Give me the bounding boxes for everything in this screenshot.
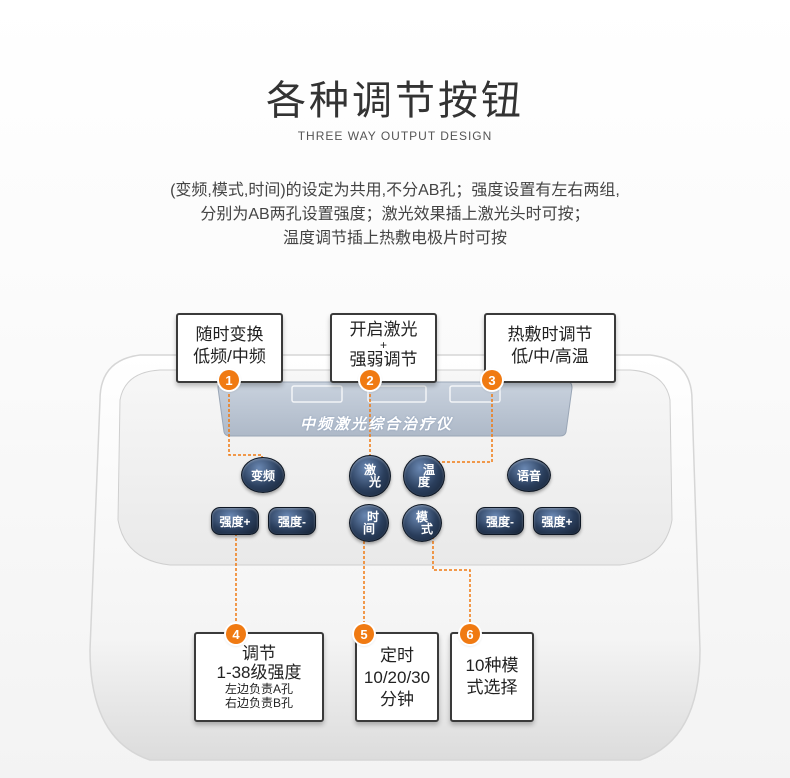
strength-down-left-button[interactable]: 强度- (268, 507, 316, 535)
marker-5: 5 (354, 624, 374, 644)
voice-button-label: 语音 (516, 468, 541, 483)
time-button-label: 时 间 (359, 511, 379, 535)
temp-top-label: 温 (422, 463, 435, 477)
strength-down-right-label: 强度- (486, 514, 514, 529)
mode-top-label: 模 (415, 510, 428, 524)
temp-button[interactable]: 温 度 (403, 455, 445, 497)
callout-3-line-2: 低/中/高温 (511, 347, 589, 366)
temp-bottom-label: 度 (417, 475, 430, 489)
callout-5-line-2: 10/20/30 (363, 668, 431, 687)
strength-up-right-button[interactable]: 强度+ (533, 507, 581, 535)
freq-button[interactable]: 变频 (241, 457, 285, 493)
temp-button-label: 温 度 (413, 464, 435, 488)
callout-4-small-1: 左边负责A孔 (224, 682, 293, 696)
mode-bottom-label: 式 (420, 522, 433, 536)
callout-4-line-2: 1-38级强度 (216, 663, 302, 682)
callout-2-line-1: 开启激光 (349, 320, 418, 339)
description: (变频,模式,时间)的设定为共用,不分AB孔；强度设置有左右两组, 分别为AB两… (0, 179, 790, 251)
marker-6: 6 (460, 624, 480, 644)
freq-button-label: 变频 (250, 468, 275, 483)
callout-3: 热敷时调节 低/中/高温 (484, 313, 616, 383)
voice-button[interactable]: 语音 (507, 458, 551, 492)
callout-6-line-1: 10种模 (465, 656, 519, 675)
callout-2: 开启激光 + 强弱调节 (330, 313, 437, 383)
panel-label: 中频激光综合治疗仪 (300, 415, 454, 433)
description-line-3: 温度调节插上热敷电极片时可按 (282, 230, 507, 247)
callout-2-line-2: + (379, 338, 387, 352)
page-subtitle: THREE WAY OUTPUT DESIGN (297, 129, 493, 143)
callout-4: 调节 1-38级强度 左边负责A孔 右边负责B孔 (194, 632, 324, 722)
callout-6: 10种模 式选择 (450, 632, 534, 722)
marker-1: 1 (219, 370, 239, 390)
mode-button-label: 模 式 (411, 511, 433, 535)
marker-2: 2 (360, 370, 380, 390)
callout-6-line-2: 式选择 (466, 678, 518, 697)
callout-2-line-3: 强弱调节 (349, 350, 418, 369)
callout-4-line-1: 调节 (242, 644, 276, 663)
strength-down-left-label: 强度- (278, 514, 306, 529)
time-bottom-label: 间 (362, 522, 375, 536)
laser-top-label: 激 (363, 463, 376, 477)
strength-up-right-label: 强度+ (541, 514, 573, 529)
marker-4: 4 (226, 624, 246, 644)
laser-bottom-label: 光 (368, 475, 381, 489)
marker-3: 3 (482, 370, 502, 390)
description-line-1: (变频,模式,时间)的设定为共用,不分AB孔；强度设置有左右两组, (170, 182, 620, 199)
time-top-label: 时 (366, 510, 379, 524)
strength-down-right-button[interactable]: 强度- (476, 507, 524, 535)
callout-5: 定时 10/20/30 分钟 (355, 632, 439, 722)
laser-button-label: 激 光 (359, 464, 381, 488)
callout-1-line-1: 随时变换 (195, 325, 264, 344)
callout-1-line-2: 低频/中频 (193, 347, 266, 366)
page-title: 各种调节按钮 (266, 79, 524, 123)
callout-5-line-3: 分钟 (380, 690, 414, 709)
laser-button[interactable]: 激 光 (349, 455, 391, 497)
callout-5-line-1: 定时 (380, 646, 414, 665)
time-button[interactable]: 时 间 (349, 504, 389, 542)
description-line-2: 分别为AB两孔设置强度；激光效果插上激光头时可按； (200, 206, 590, 223)
callout-4-small-2: 右边负责B孔 (224, 696, 293, 710)
mode-button[interactable]: 模 式 (402, 504, 442, 542)
strength-up-left-button[interactable]: 强度+ (211, 507, 259, 535)
callout-3-line-1: 热敷时调节 (507, 325, 593, 344)
strength-up-left-label: 强度+ (219, 514, 251, 529)
